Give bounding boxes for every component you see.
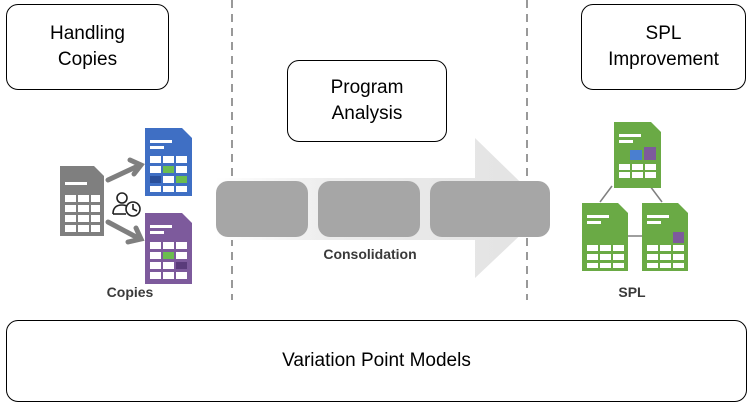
spl-tree-connectors — [599, 185, 663, 237]
user-clock-icon — [112, 192, 141, 217]
consolidation-label: Consolidation — [323, 246, 417, 262]
variation-point-models-label: Variation Point Models — [282, 350, 471, 371]
program-analysis-box: Program Analysis — [287, 60, 447, 142]
consolidation-segment-2 — [318, 181, 420, 237]
green-table-document-icon — [582, 203, 628, 271]
copies-label: Copies — [106, 284, 154, 300]
green-table-document-icon — [614, 122, 661, 188]
copy-arrows — [105, 157, 145, 245]
program-analysis-label: Program Analysis — [330, 77, 404, 124]
consolidation-segment-1 — [216, 181, 308, 237]
spl-improvement-box: SPL Improvement — [581, 4, 746, 90]
spl-improvement-label: SPL Improvement — [608, 23, 719, 70]
spl-label: SPL — [618, 284, 646, 300]
blue-table-document-icon — [145, 128, 192, 196]
handling-copies-box: Handling Copies — [6, 4, 169, 90]
handling-copies-label: Handling Copies — [50, 23, 125, 70]
variation-point-models-box: Variation Point Models — [6, 320, 747, 402]
consolidation-segment-3 — [430, 181, 550, 237]
green-table-document-icon — [642, 203, 688, 271]
gray-table-document-icon — [60, 166, 104, 236]
purple-table-document-icon — [145, 213, 192, 284]
